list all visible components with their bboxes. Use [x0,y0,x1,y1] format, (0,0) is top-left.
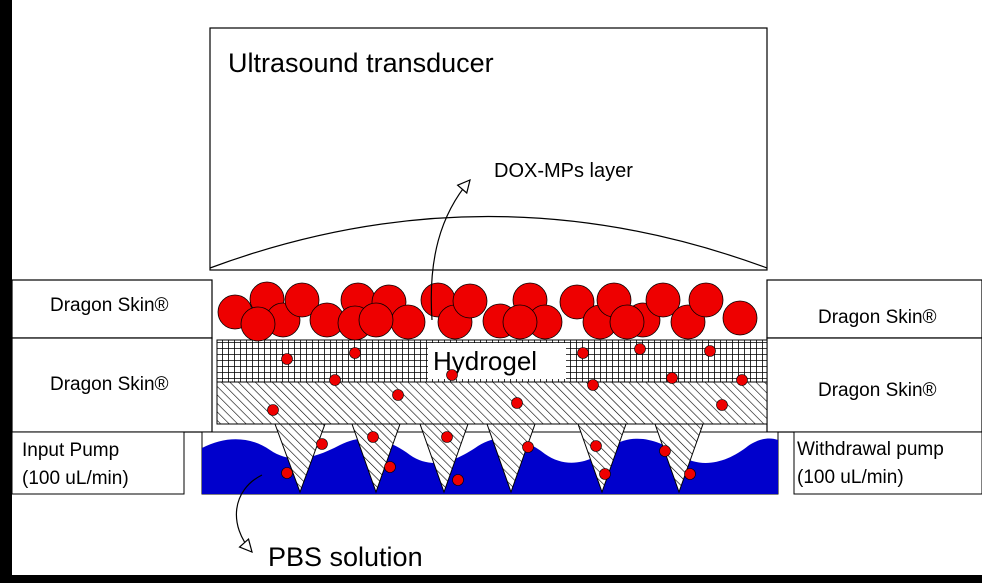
released-particle [446,369,458,381]
released-particles [267,343,748,486]
released-particle [659,445,671,457]
microneedle-base [216,381,768,425]
microneedle [419,423,469,494]
hydrogel-label-box: Hydrogel [428,343,566,379]
released-particle [452,474,464,486]
dox-layer-arrow [430,180,470,321]
released-particle [349,347,361,359]
dox-mps-layer [217,281,758,342]
released-particle [511,397,523,409]
released-particle [384,461,396,473]
bottom-border [0,575,982,583]
dragon-skin-left: Dragon Skin® Dragon Skin® [11,279,213,433]
withdrawal-pump: Withdrawal pump (100 uL/min) [793,431,982,495]
microparticle [722,300,758,336]
released-particle [666,372,678,384]
released-particle [704,345,716,357]
transducer-label: Ultrasound transducer [228,48,494,78]
released-particle [281,353,293,365]
released-particle [634,343,646,355]
input-pump: Input Pump (100 uL/min) [11,431,185,495]
released-particle [367,431,379,443]
microparticle [390,304,426,340]
released-particle [441,431,453,443]
microneedle-array [274,423,704,494]
released-particle [267,404,279,416]
released-particle [329,374,341,386]
microneedle [274,423,326,494]
released-particle [599,468,611,480]
microparticle [609,304,645,340]
released-particle [684,468,696,480]
pbs-label: PBS solution [268,542,423,572]
microparticle [452,283,488,319]
released-particle [522,441,534,453]
microparticle [240,306,276,342]
input-pump-label-2: (100 uL/min) [22,468,129,489]
pbs-solution-wave [202,438,778,494]
microneedle [486,423,536,494]
released-particle [736,374,748,386]
microparticle [358,302,394,338]
microparticle [688,282,724,318]
released-particle [316,438,328,450]
dox-layer-label: DOX-MPs layer [494,160,633,182]
microneedle [654,423,704,494]
pbs-arrow [235,474,263,552]
ultrasound-transducer: Ultrasound transducer [209,27,768,271]
released-particle [392,389,404,401]
left-border [0,0,12,583]
dragon-skin-right: Dragon Skin® Dragon Skin® [766,279,982,433]
input-pump-label-1: Input Pump [22,440,119,461]
withdrawal-pump-label-2: (100 uL/min) [797,467,904,488]
microparticle [645,282,681,318]
released-particle [716,399,728,411]
microneedle [351,423,401,494]
dragon-skin-left-top-label: Dragon Skin® [50,295,169,316]
microparticle [559,284,595,320]
dragon-skin-right-bottom-label: Dragon Skin® [818,380,937,401]
microparticle [284,282,320,318]
microparticle [502,304,538,340]
released-particle [587,379,599,391]
dragon-skin-right-top-label: Dragon Skin® [818,307,937,328]
released-particle [281,467,293,479]
released-particle [577,347,589,359]
dragon-skin-left-bottom-label: Dragon Skin® [50,374,169,395]
microneedle [577,423,627,494]
released-particle [590,440,602,452]
withdrawal-pump-label-1: Withdrawal pump [797,439,944,460]
